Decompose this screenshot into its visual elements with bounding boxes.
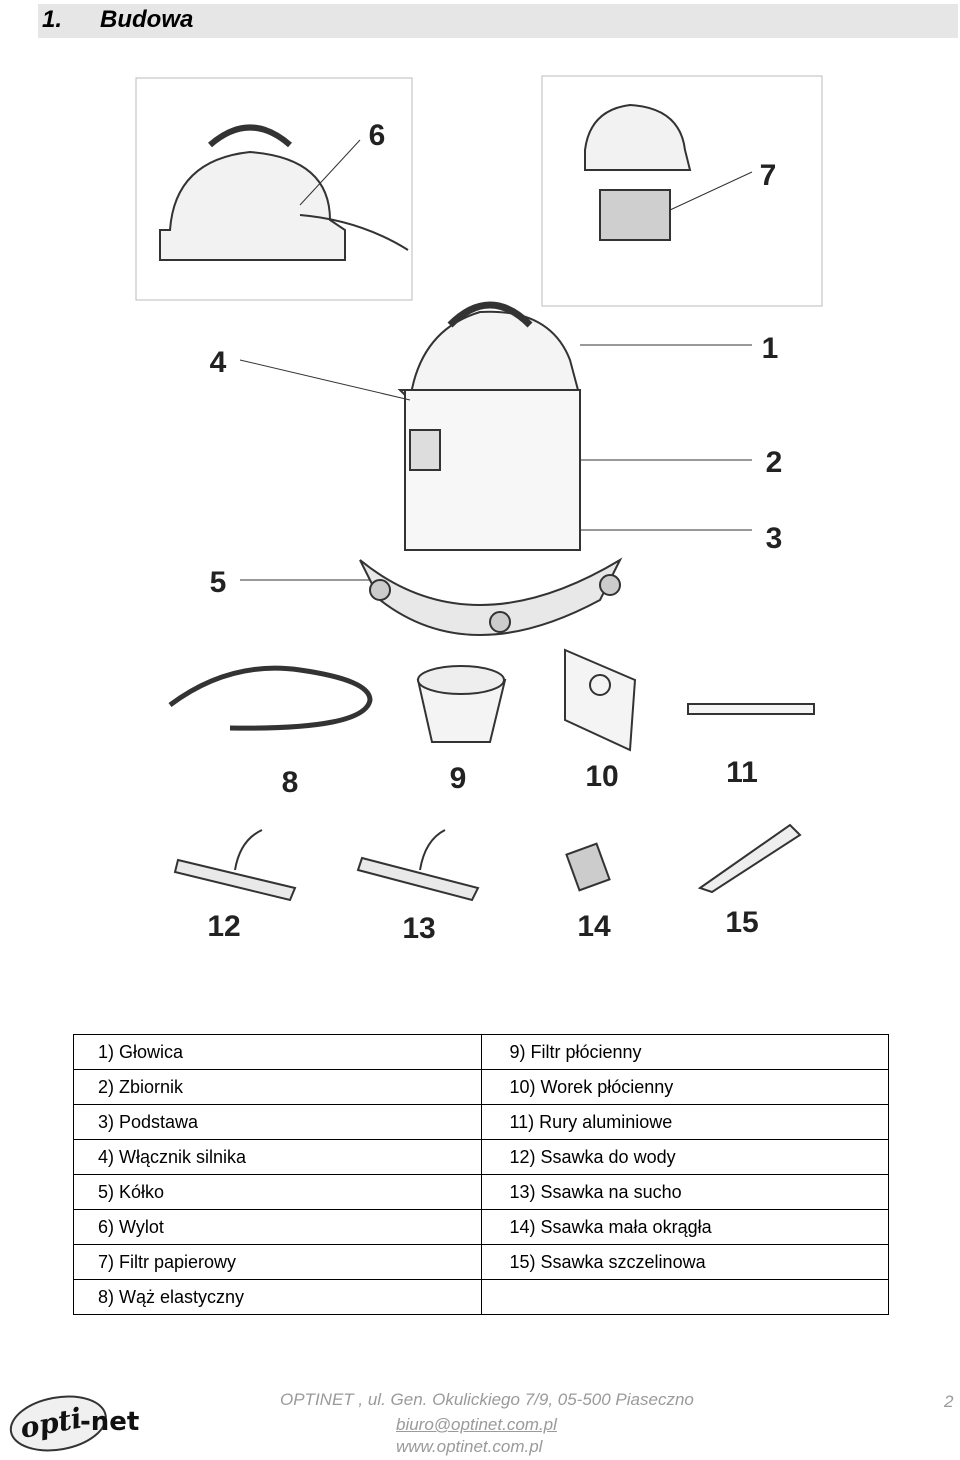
callout-11: 11 [726,756,758,789]
legend-row: 8) Wąż elastyczny [73,1279,889,1315]
callout-8: 8 [282,766,299,799]
legend-item: 12) Ssawka do wody [480,1139,889,1175]
legend-item: 13) Ssawka na sucho [480,1174,889,1210]
inset-filter-head-drawing [584,103,692,171]
callout-5: 5 [210,566,227,599]
legend-item [480,1279,889,1315]
callout-9: 9 [450,762,467,795]
heading-bar [38,4,958,38]
legend-item: 7) Filtr papierowy [73,1244,482,1280]
section-title: Budowa [100,6,194,33]
footer-website: www.optinet.com.pl [396,1437,543,1456]
round-brush-drawing [565,842,611,892]
callout-4: 4 [210,346,227,379]
callout-7: 7 [760,159,777,192]
crevice-nozzle-drawing [697,823,802,894]
footer-address: OPTINET , ul. Gen. Okulickiego 7/9, 05-5… [280,1390,694,1409]
legend-item: 6) Wylot [73,1209,482,1245]
hose-drawing [168,665,373,731]
callout-15: 15 [725,906,758,939]
svg-text:-net: -net [80,1407,139,1437]
callout-6: 6 [369,119,386,152]
callout-2: 2 [766,446,783,479]
vacuum-head-drawing [397,310,580,403]
legend-item: 1) Głowica [73,1034,482,1070]
callout-10: 10 [585,760,618,793]
water-nozzle-drawing [173,858,297,902]
legend-item: 11) Rury aluminiowe [480,1104,889,1140]
callout-13: 13 [402,912,435,945]
page-number: 2 [944,1392,954,1411]
callout-1: 1 [762,332,779,365]
section-number: 1. [42,6,63,33]
vacuum-parts-diagram: 6 7 1 4 2 3 5 8 9 10 11 12 13 14 15 [135,75,823,945]
legend-item: 14) Ssawka mała okrągła [480,1209,889,1245]
dry-nozzle-drawing [356,856,480,902]
legend-item: 3) Podstawa [73,1104,482,1140]
callout-12: 12 [207,910,240,943]
legend-item: 10) Worek płócienny [480,1069,889,1105]
pipe-drawing [687,703,815,715]
callout-3: 3 [766,522,783,555]
legend-item: 2) Zbiornik [73,1069,482,1105]
footer-email-link[interactable]: biuro@optinet.com.pl [396,1415,557,1434]
legend-item: 9) Filtr płócienny [480,1034,889,1070]
cloth-bag-drawing [564,648,637,752]
inset-outlet-frame [135,77,413,301]
vacuum-base-drawing [359,557,623,636]
callout-14: 14 [577,910,611,943]
inset-filter-frame [541,75,823,307]
legend-item: 5) Kółko [73,1174,482,1210]
optinet-logo: opti -net [9,1395,139,1452]
legend-item: 4) Włącznik silnika [73,1139,482,1175]
inset-head-drawing [159,150,346,261]
legend-item: 15) Ssawka szczelinowa [480,1244,889,1280]
legend-item: 8) Wąż elastyczny [73,1279,482,1315]
